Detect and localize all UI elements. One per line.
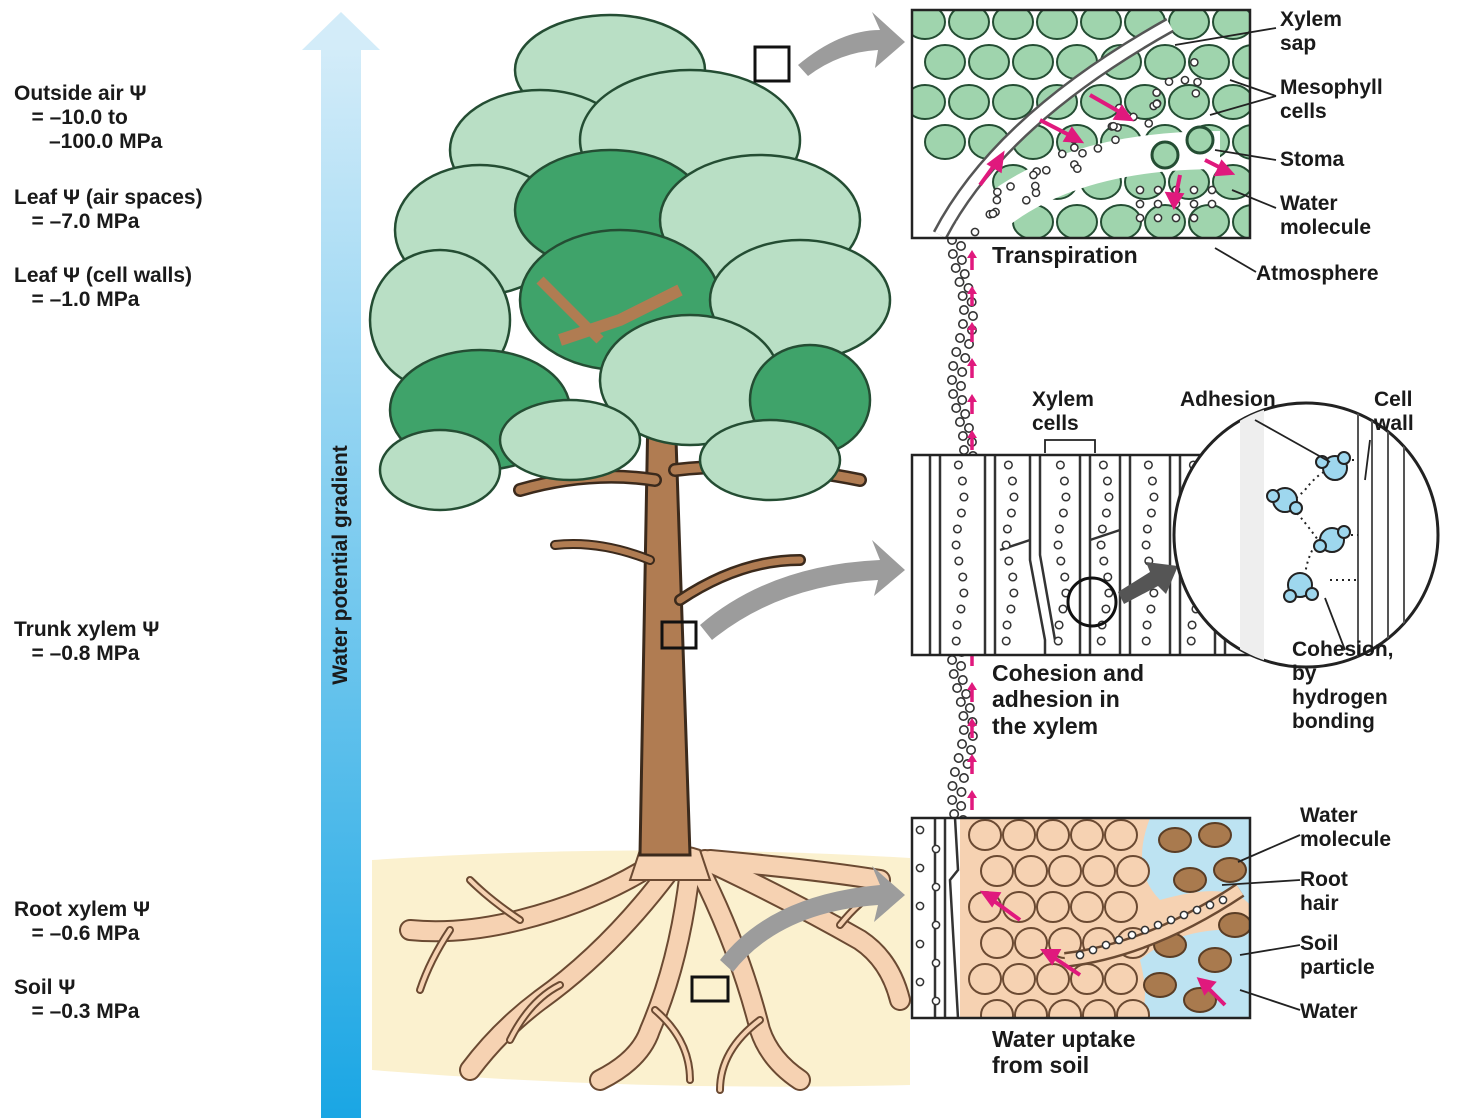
water-molecule-dot bbox=[958, 740, 966, 748]
soil-particle-label: Soil particle bbox=[1300, 932, 1375, 980]
water-molecule-dot bbox=[969, 312, 977, 320]
xylem-sap-label: Xylem sap bbox=[1280, 8, 1342, 56]
water-molecule-dot bbox=[966, 704, 974, 712]
water-molecule-dot bbox=[953, 684, 961, 692]
water-molecule-dot bbox=[949, 362, 957, 370]
gradient-label: Water potential gradient bbox=[329, 445, 353, 685]
water-molecule-dot bbox=[948, 782, 956, 790]
mesophyll-cells-label: Mesophyll cells bbox=[1280, 76, 1383, 124]
transpiration-title: Transpiration bbox=[992, 242, 1138, 268]
water-molecule-dot bbox=[960, 774, 968, 782]
water-molecule-dot bbox=[962, 690, 970, 698]
water-molecule-dot bbox=[960, 446, 968, 454]
panel-uptake bbox=[912, 818, 1251, 1030]
water-molecule-dot bbox=[955, 278, 963, 286]
zoom-box-leaf bbox=[755, 47, 789, 81]
water-molecule-dot bbox=[957, 698, 965, 706]
water-molecule-dot bbox=[956, 334, 964, 342]
water-molecule-dot bbox=[959, 712, 967, 720]
leaf-cell-walls-label: Leaf Ψ (cell walls) = –1.0 MPa bbox=[14, 264, 192, 312]
water-molecule-dot bbox=[948, 796, 956, 804]
water-molecule-dot bbox=[959, 676, 967, 684]
water-molecule-dot bbox=[948, 656, 956, 664]
cell-wall-label: Cell wall bbox=[1374, 388, 1414, 436]
water-molecule-dot bbox=[951, 768, 959, 776]
water-molecule-dot bbox=[950, 670, 958, 678]
water-molecule-dot bbox=[949, 390, 957, 398]
water-molecule-dot bbox=[952, 264, 960, 272]
trunk-xylem-label: Trunk xylem Ψ = –0.8 MPa bbox=[14, 618, 159, 666]
water-molecule-dot bbox=[958, 368, 966, 376]
water-molecule-dot bbox=[957, 382, 965, 390]
water-molecule-dot bbox=[961, 410, 969, 418]
water-molecule-dot bbox=[957, 662, 965, 670]
xylem-cells-label: Xylem cells bbox=[1032, 388, 1094, 436]
water-molecule-dot bbox=[960, 306, 968, 314]
tree-canopy bbox=[370, 15, 890, 510]
water-molecule-dot bbox=[960, 726, 968, 734]
water-molecule-dot bbox=[948, 376, 956, 384]
atmosphere-label: Atmosphere bbox=[1256, 262, 1379, 286]
water-molecule-dot bbox=[961, 270, 969, 278]
water-molecule-dot bbox=[958, 396, 966, 404]
water-molecule-dot bbox=[952, 348, 960, 356]
water-label: Water bbox=[1300, 1000, 1358, 1024]
water-molecule-dot bbox=[954, 754, 962, 762]
soil-label: Soil Ψ = –0.3 MPa bbox=[14, 976, 140, 1024]
water-molecule-dot bbox=[957, 788, 965, 796]
cohesion-hydrogen-label: Cohesion, by hydrogen bonding bbox=[1292, 638, 1394, 735]
panel-transpiration bbox=[905, 5, 1273, 239]
water-molecule-dot bbox=[956, 418, 964, 426]
water-molecule-dot bbox=[967, 746, 975, 754]
water-molecule-dot bbox=[949, 250, 957, 258]
water-molecule-dot bbox=[958, 256, 966, 264]
water-molecule-label-bottom: Water molecule bbox=[1300, 804, 1391, 852]
root-hair-label: Root hair bbox=[1300, 868, 1348, 916]
water-molecule-dot bbox=[958, 292, 966, 300]
water-molecule-dot bbox=[961, 354, 969, 362]
water-molecule-label-top: Water molecule bbox=[1280, 192, 1371, 240]
cohesion-title: Cohesion and adhesion in the xylem bbox=[992, 660, 1144, 739]
water-molecule-dot bbox=[959, 320, 967, 328]
water-molecule-dot bbox=[957, 802, 965, 810]
leaf-air-spaces-label: Leaf Ψ (air spaces) = –7.0 MPa bbox=[14, 186, 203, 234]
water-molecule-dot bbox=[957, 242, 965, 250]
water-molecule-dot bbox=[952, 404, 960, 412]
stoma-label: Stoma bbox=[1280, 148, 1344, 172]
water-uptake-title: Water uptake from soil bbox=[992, 1026, 1136, 1079]
outside-air-label: Outside air Ψ = –10.0 to –100.0 MPa bbox=[14, 82, 162, 154]
root-xylem-label: Root xylem Ψ = –0.6 MPa bbox=[14, 898, 150, 946]
water-molecule-dot bbox=[959, 432, 967, 440]
adhesion-label: Adhesion bbox=[1180, 388, 1276, 412]
